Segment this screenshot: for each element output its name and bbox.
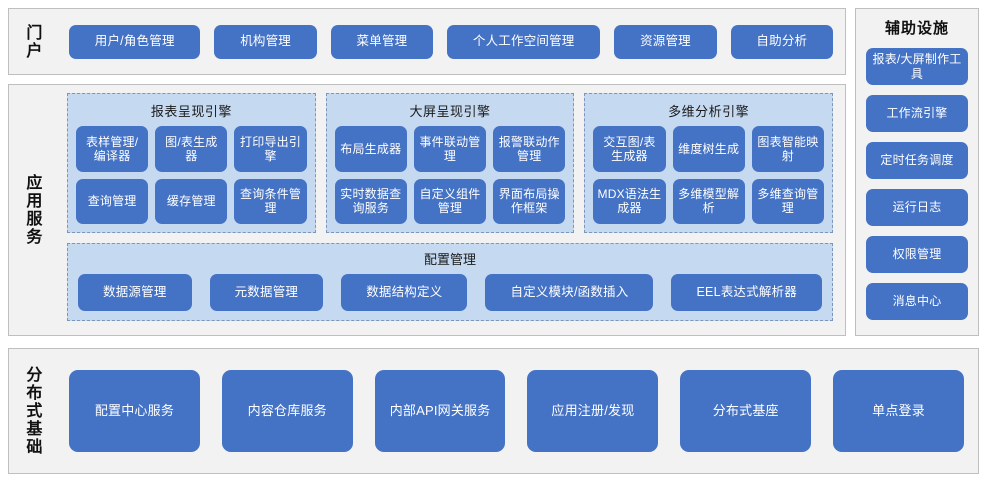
- engine-2-item-4[interactable]: 多维模型解析: [672, 178, 745, 224]
- engine-panel-grid-0: 表样管理/编译器图/表生成器打印导出引擎查询管理缓存管理查询条件管理: [76, 126, 307, 224]
- engine-panel-0: 报表呈现引擎表样管理/编译器图/表生成器打印导出引擎查询管理缓存管理查询条件管理: [67, 93, 316, 233]
- portal-item-2[interactable]: 菜单管理: [330, 24, 434, 59]
- application-services-body: 报表呈现引擎表样管理/编译器图/表生成器打印导出引擎查询管理缓存管理查询条件管理…: [67, 93, 834, 327]
- application-services-section: 应用服务 报表呈现引擎表样管理/编译器图/表生成器打印导出引擎查询管理缓存管理查…: [8, 84, 846, 336]
- engine-2-item-2[interactable]: 图表智能映射: [751, 126, 825, 172]
- distributed-base-section: 分布式基础 配置中心服务内容仓库服务内部API网关服务应用注册/发现分布式基座单…: [8, 348, 979, 474]
- portal-item-1[interactable]: 机构管理: [214, 24, 317, 59]
- portal-section: 门户 用户/角色管理机构管理菜单管理个人工作空间管理资源管理自助分析: [8, 8, 846, 75]
- engine-1-item-0[interactable]: 布局生成器: [334, 126, 407, 172]
- auxiliary-item-list: 报表/大屏制作工具工作流引擎定时任务调度运行日志权限管理消息中心: [866, 48, 968, 320]
- auxiliary-item-5[interactable]: 消息中心: [866, 283, 968, 320]
- engine-panel-title-1: 大屏呈现引擎: [409, 104, 491, 119]
- engine-0-item-3[interactable]: 查询管理: [76, 178, 149, 224]
- distributed-item-3[interactable]: 应用注册/发现: [527, 370, 659, 452]
- engine-2-item-5[interactable]: 多维查询管理: [751, 178, 825, 224]
- engine-0-item-4[interactable]: 缓存管理: [155, 178, 228, 224]
- engine-2-item-0[interactable]: 交互图/表生成器: [593, 126, 666, 172]
- engine-0-item-0[interactable]: 表样管理/编译器: [76, 126, 149, 172]
- engine-panel-title-0: 报表呈现引擎: [150, 104, 232, 119]
- distributed-item-0[interactable]: 配置中心服务: [69, 370, 200, 452]
- portal-item-4[interactable]: 资源管理: [614, 24, 717, 59]
- engine-panel-2: 多维分析引擎交互图/表生成器维度树生成图表智能映射 MDX语法生成器多维模型解析多…: [584, 93, 834, 233]
- distributed-item-1[interactable]: 内容仓库服务: [221, 370, 353, 452]
- engine-1-item-1[interactable]: 事件联动管理: [413, 126, 487, 172]
- engine-2-item-3[interactable]: MDX语法生成器: [593, 178, 666, 224]
- engine-0-item-2[interactable]: 打印导出引擎: [234, 126, 307, 172]
- distributed-base-label: 分布式基础: [23, 366, 41, 456]
- engine-1-item-5[interactable]: 界面布局操作框架: [493, 178, 566, 224]
- config-item-1[interactable]: 元数据管理: [209, 274, 324, 311]
- engine-1-item-2[interactable]: 报警联动作管理: [493, 126, 566, 172]
- auxiliary-section: 辅助设施 报表/大屏制作工具工作流引擎定时任务调度运行日志权限管理消息中心: [855, 8, 979, 336]
- engine-panel-title-2: 多维分析引擎: [668, 104, 750, 119]
- auxiliary-item-4[interactable]: 权限管理: [866, 236, 968, 273]
- portal-item-5[interactable]: 自助分析: [730, 24, 834, 59]
- engine-2-item-1[interactable]: 维度树生成: [672, 126, 745, 172]
- config-item-0[interactable]: 数据源管理: [78, 274, 192, 311]
- auxiliary-item-1[interactable]: 工作流引擎: [866, 95, 968, 132]
- auxiliary-item-0[interactable]: 报表/大屏制作工具: [866, 48, 968, 85]
- portal-item-3[interactable]: 个人工作空间管理: [447, 24, 601, 59]
- distributed-item-4[interactable]: 分布式基座: [680, 370, 812, 452]
- config-management-item-row: 数据源管理元数据管理数据结构定义自定义模块/函数插入 EEL表达式解析器: [78, 273, 822, 312]
- config-management-panel: 配置管理 数据源管理元数据管理数据结构定义自定义模块/函数插入 EEL表达式解析器: [67, 243, 833, 321]
- engine-panel-row: 报表呈现引擎表样管理/编译器图/表生成器打印导出引擎查询管理缓存管理查询条件管理…: [67, 93, 834, 233]
- config-management-title: 配置管理: [423, 252, 476, 267]
- auxiliary-item-2[interactable]: 定时任务调度: [866, 142, 968, 179]
- engine-0-item-1[interactable]: 图/表生成器: [155, 126, 228, 172]
- engine-panel-1: 大屏呈现引擎布局生成器事件联动管理报警联动作管理实时数据查询服务自定义组件管理界…: [325, 93, 575, 233]
- portal-item-0[interactable]: 用户/角色管理: [69, 24, 201, 59]
- config-item-3[interactable]: 自定义模块/函数插入: [485, 274, 654, 311]
- engine-panel-grid-2: 交互图/表生成器维度树生成图表智能映射 MDX语法生成器多维模型解析多维查询管理: [593, 126, 825, 224]
- portal-item-row: 用户/角色管理机构管理菜单管理个人工作空间管理资源管理自助分析: [69, 9, 834, 74]
- application-services-label: 应用服务: [23, 174, 41, 246]
- auxiliary-title: 辅助设施: [884, 20, 949, 37]
- portal-label: 门户: [23, 23, 41, 60]
- distributed-base-item-row: 配置中心服务内容仓库服务内部API网关服务应用注册/发现分布式基座单点登录: [69, 349, 964, 473]
- engine-1-item-3[interactable]: 实时数据查询服务: [334, 178, 407, 224]
- auxiliary-item-3[interactable]: 运行日志: [866, 189, 968, 226]
- distributed-item-5[interactable]: 单点登录: [833, 370, 964, 452]
- engine-1-item-4[interactable]: 自定义组件管理: [413, 178, 487, 224]
- config-item-4[interactable]: EEL表达式解析器: [671, 274, 822, 311]
- engine-0-item-5[interactable]: 查询条件管理: [234, 178, 307, 224]
- distributed-item-2[interactable]: 内部API网关服务: [374, 370, 506, 452]
- engine-panel-grid-1: 布局生成器事件联动管理报警联动作管理实时数据查询服务自定义组件管理界面布局操作框…: [334, 126, 566, 224]
- config-item-2[interactable]: 数据结构定义: [341, 274, 468, 311]
